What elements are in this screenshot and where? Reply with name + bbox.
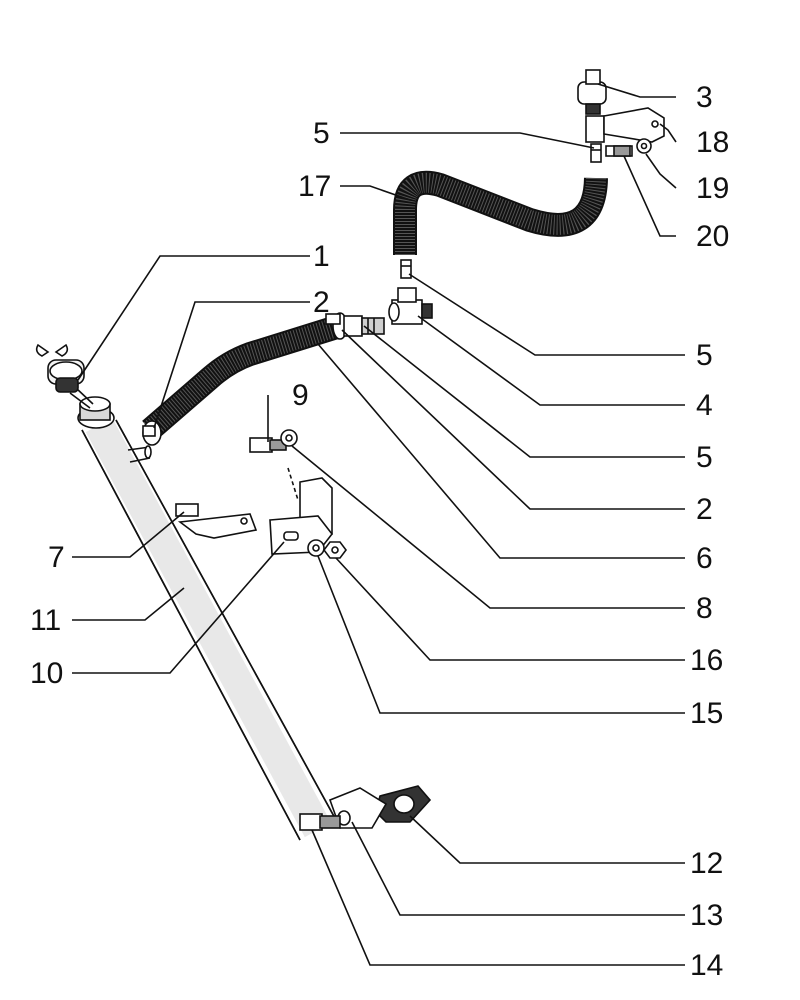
callout-9: 9: [292, 379, 309, 412]
callout-5-lower: 5: [696, 441, 713, 474]
tube-bracket: [269, 467, 334, 555]
callout-17: 17: [298, 170, 331, 203]
union-fitting: [343, 315, 385, 337]
breather-bracket: [585, 107, 665, 143]
callout-5-middle: 5: [696, 339, 713, 372]
callout-labels: 1 2 3 4 5 5 5 2 6 7 8 9 10 11 12 13 14 1…: [30, 81, 729, 982]
lower-hose: [142, 314, 344, 440]
gasket-12: [375, 785, 432, 823]
callout-19: 19: [696, 172, 729, 205]
dipstick-handle: [35, 343, 115, 429]
washer-19: [636, 138, 652, 154]
callout-5-top: 5: [313, 117, 330, 150]
callout-2-upper: 2: [313, 286, 330, 319]
nipple-lower-upper: [400, 259, 412, 279]
bolt-20: [605, 145, 633, 157]
hose-clamp-lower: [142, 420, 162, 446]
tee-fitting: [388, 287, 433, 325]
callout-20: 20: [696, 220, 729, 253]
callout-8: 8: [696, 592, 713, 625]
washer-8: [280, 429, 298, 447]
callout-4: 4: [696, 389, 713, 422]
callout-18: 18: [696, 126, 729, 159]
callout-14: 14: [690, 949, 723, 982]
callout-16: 16: [690, 644, 723, 677]
breather-cap: [577, 69, 607, 115]
callout-1: 1: [313, 240, 330, 273]
washer-15: [307, 539, 325, 557]
callout-2-lower: 2: [696, 493, 713, 526]
leader-lines: [72, 83, 685, 966]
callout-7: 7: [48, 541, 65, 574]
upper-hose: [393, 170, 608, 255]
callout-12: 12: [690, 847, 723, 880]
callout-3: 3: [696, 81, 713, 114]
callout-6: 6: [696, 542, 713, 575]
callout-11: 11: [30, 604, 61, 637]
callout-13: 13: [690, 899, 723, 932]
nipple-top: [590, 143, 602, 163]
nut-16: [323, 541, 347, 559]
clip-bracket: [175, 503, 258, 539]
callout-10: 10: [30, 657, 63, 690]
dipstick-tube: [81, 417, 337, 841]
callout-15: 15: [690, 697, 723, 730]
bolt-14: [299, 813, 341, 831]
